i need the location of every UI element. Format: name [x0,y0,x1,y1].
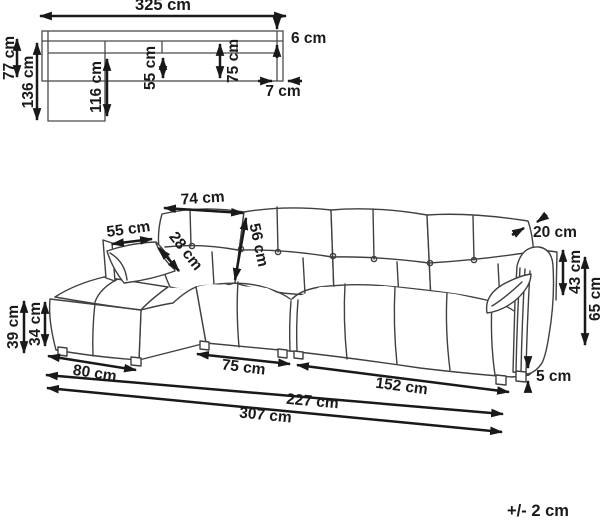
sofa-perspective-view: 74 cm 55 cm 28 cm 56 cm 20 cm 43 cm 65 c… [5,188,600,436]
dim-label-back-cushion-width: 74 cm [180,188,225,208]
dim-label-backrest-side-depth: 75 cm [225,39,242,83]
dim-label-back-panel-thickness: 6 cm [291,30,326,47]
dim-label-seat-depth: 55 cm [142,46,159,90]
dim-label-chaise-total-height: 39 cm [5,305,22,349]
top-view-schematic: 325 cm 6 cm 7 cm 77 cm 136 cm 116 cm 55 … [1,0,326,122]
dim-label-leg-height: 5 cm [536,368,571,385]
dim-label-seat-right-width: 152 cm [374,375,428,399]
dim-label-seat-left-width: 75 cm [221,356,267,378]
dim-label-armrest-side-depth: 77 cm [1,36,18,80]
dim-label-arm-pillow-width: 55 cm [105,218,151,241]
armrest-pillow [485,273,532,314]
tolerance-note: +/- 2 cm [507,502,569,520]
corner-side-face [138,286,207,361]
dim-label-top-total-width: 325 cm [135,0,191,14]
backrest-cushions [157,206,538,303]
dim-label-chaise-seat-height: 34 cm [27,302,44,346]
front-view-dimensions [19,204,590,436]
dim-label-inner-width: 227 cm [285,391,339,413]
dim-label-armrest-total-height: 65 cm [587,277,600,321]
top-view-outline [41,30,284,122]
dim-label-armrest-above-seat: 43 cm [567,250,584,294]
dim-label-total-width: 307 cm [238,405,292,427]
dim-label-side-panel-thickness: 7 cm [265,83,300,100]
dim-label-top-total-depth: 136 cm [20,56,37,109]
dim-label-chaise-length: 116 cm [88,61,105,113]
top-view-dimensions [12,11,302,122]
dim-label-backrest-thickness: 20 cm [533,224,577,241]
dim-label-chaise-width: 80 cm [72,362,118,386]
right-armrest [512,246,555,375]
